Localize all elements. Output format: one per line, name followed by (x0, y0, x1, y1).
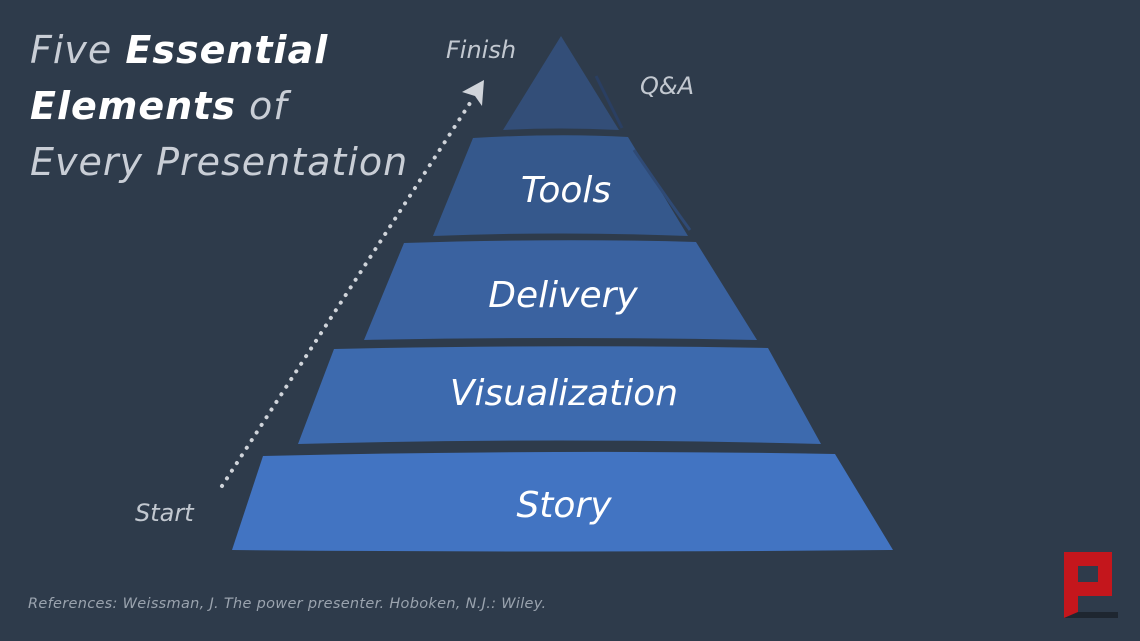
progress-dotted-line (220, 98, 474, 488)
tier-label-tools: Tools (521, 170, 611, 211)
title-part2: of (235, 84, 288, 128)
title-bold1: Essential (125, 28, 329, 72)
pyramid-tier-qa (503, 36, 619, 130)
tier-label-delivery: Delivery (488, 275, 638, 316)
start-label: Start (135, 499, 195, 527)
reference-citation: References: Weissman, J. The power prese… (28, 596, 547, 612)
pyramid-tier-visualization (298, 346, 821, 444)
slide-title: Five Essential Elements of Every Present… (30, 22, 410, 190)
title-line3: Every Presentation (30, 140, 409, 184)
finish-label: Finish (446, 36, 516, 64)
pyramid-tier-delivery (364, 240, 757, 340)
arrow-head-icon (462, 80, 484, 106)
tier-label-visualization: Visualization (450, 373, 678, 414)
pyramid-tier-story (232, 451, 893, 552)
pyramid-tier-tools (433, 135, 688, 236)
title-bold2: Elements (30, 84, 236, 128)
pyramid-accent-stroke (632, 149, 692, 231)
tier-label-story: Story (516, 485, 612, 526)
presenter-p-logo-icon (1064, 552, 1118, 618)
tier-label-qa: Q&A (640, 72, 694, 100)
title-part1: Five (30, 28, 126, 72)
pyramid-accent-stroke (594, 75, 624, 129)
